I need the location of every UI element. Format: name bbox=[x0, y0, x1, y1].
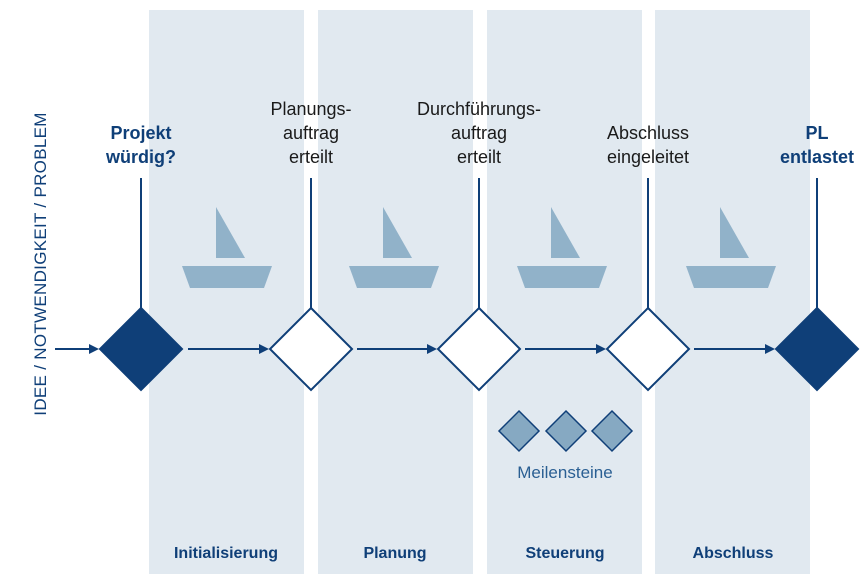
gate-label-line: PL bbox=[805, 123, 828, 143]
sailboat-icon bbox=[517, 207, 607, 288]
gate-label-line: eingeleitet bbox=[607, 147, 689, 167]
phase-label-planung: Planung bbox=[363, 545, 426, 562]
phase-label-initialisierung: Initialisierung bbox=[174, 545, 278, 562]
gate-label-2: Planungs-auftrag erteilt bbox=[270, 99, 351, 167]
gate-diamond-planning-icon bbox=[268, 306, 354, 392]
gate-label-line: erteilt bbox=[457, 147, 501, 167]
phase-band-abschluss bbox=[655, 10, 810, 575]
gate-label-1: Projekt würdig? bbox=[105, 123, 176, 167]
milestones-label: Meilensteine bbox=[517, 463, 612, 482]
gate-label-line: auftrag bbox=[451, 123, 507, 143]
sailboat-icon bbox=[349, 207, 439, 288]
gate-diamond-start-icon bbox=[98, 306, 184, 392]
gate-label-3: Durchführungs-auftrag erteilt bbox=[417, 99, 541, 167]
gate-diamond-closing-icon bbox=[605, 306, 691, 392]
gate-diamond-execution-icon bbox=[436, 306, 522, 392]
gate-label-line: Abschluss bbox=[607, 123, 689, 143]
gate-label-line: Projekt bbox=[110, 123, 171, 143]
phase-band-steuerung bbox=[487, 10, 642, 575]
phase-band-planung bbox=[318, 10, 473, 575]
gate-diamond-end-icon bbox=[774, 306, 860, 392]
phase-band-initialisierung bbox=[149, 10, 304, 575]
sailboat-icon bbox=[182, 207, 272, 288]
milestone-diamond-icon bbox=[497, 409, 541, 453]
gate-label-line: entlastet bbox=[780, 147, 854, 167]
gate-label-4: Abschluss eingeleitet bbox=[607, 123, 689, 167]
gate-label-line: würdig? bbox=[105, 147, 176, 167]
milestone-diamond-icon bbox=[590, 409, 634, 453]
gate-label-line: auftrag bbox=[283, 123, 339, 143]
gate-label-line: Planungs- bbox=[270, 99, 351, 119]
gate-label-line: Durchführungs- bbox=[417, 99, 541, 119]
phase-label-steuerung: Steuerung bbox=[525, 545, 604, 562]
phase-label-abschluss: Abschluss bbox=[693, 545, 774, 562]
gate-label-line: erteilt bbox=[289, 147, 333, 167]
side-label: IDEE / NOTWENDIGKEIT / PROBLEM bbox=[31, 112, 50, 415]
sailboat-icon bbox=[686, 207, 776, 288]
gate-label-5: PL entlastet bbox=[780, 123, 854, 167]
milestone-diamond-icon bbox=[544, 409, 588, 453]
